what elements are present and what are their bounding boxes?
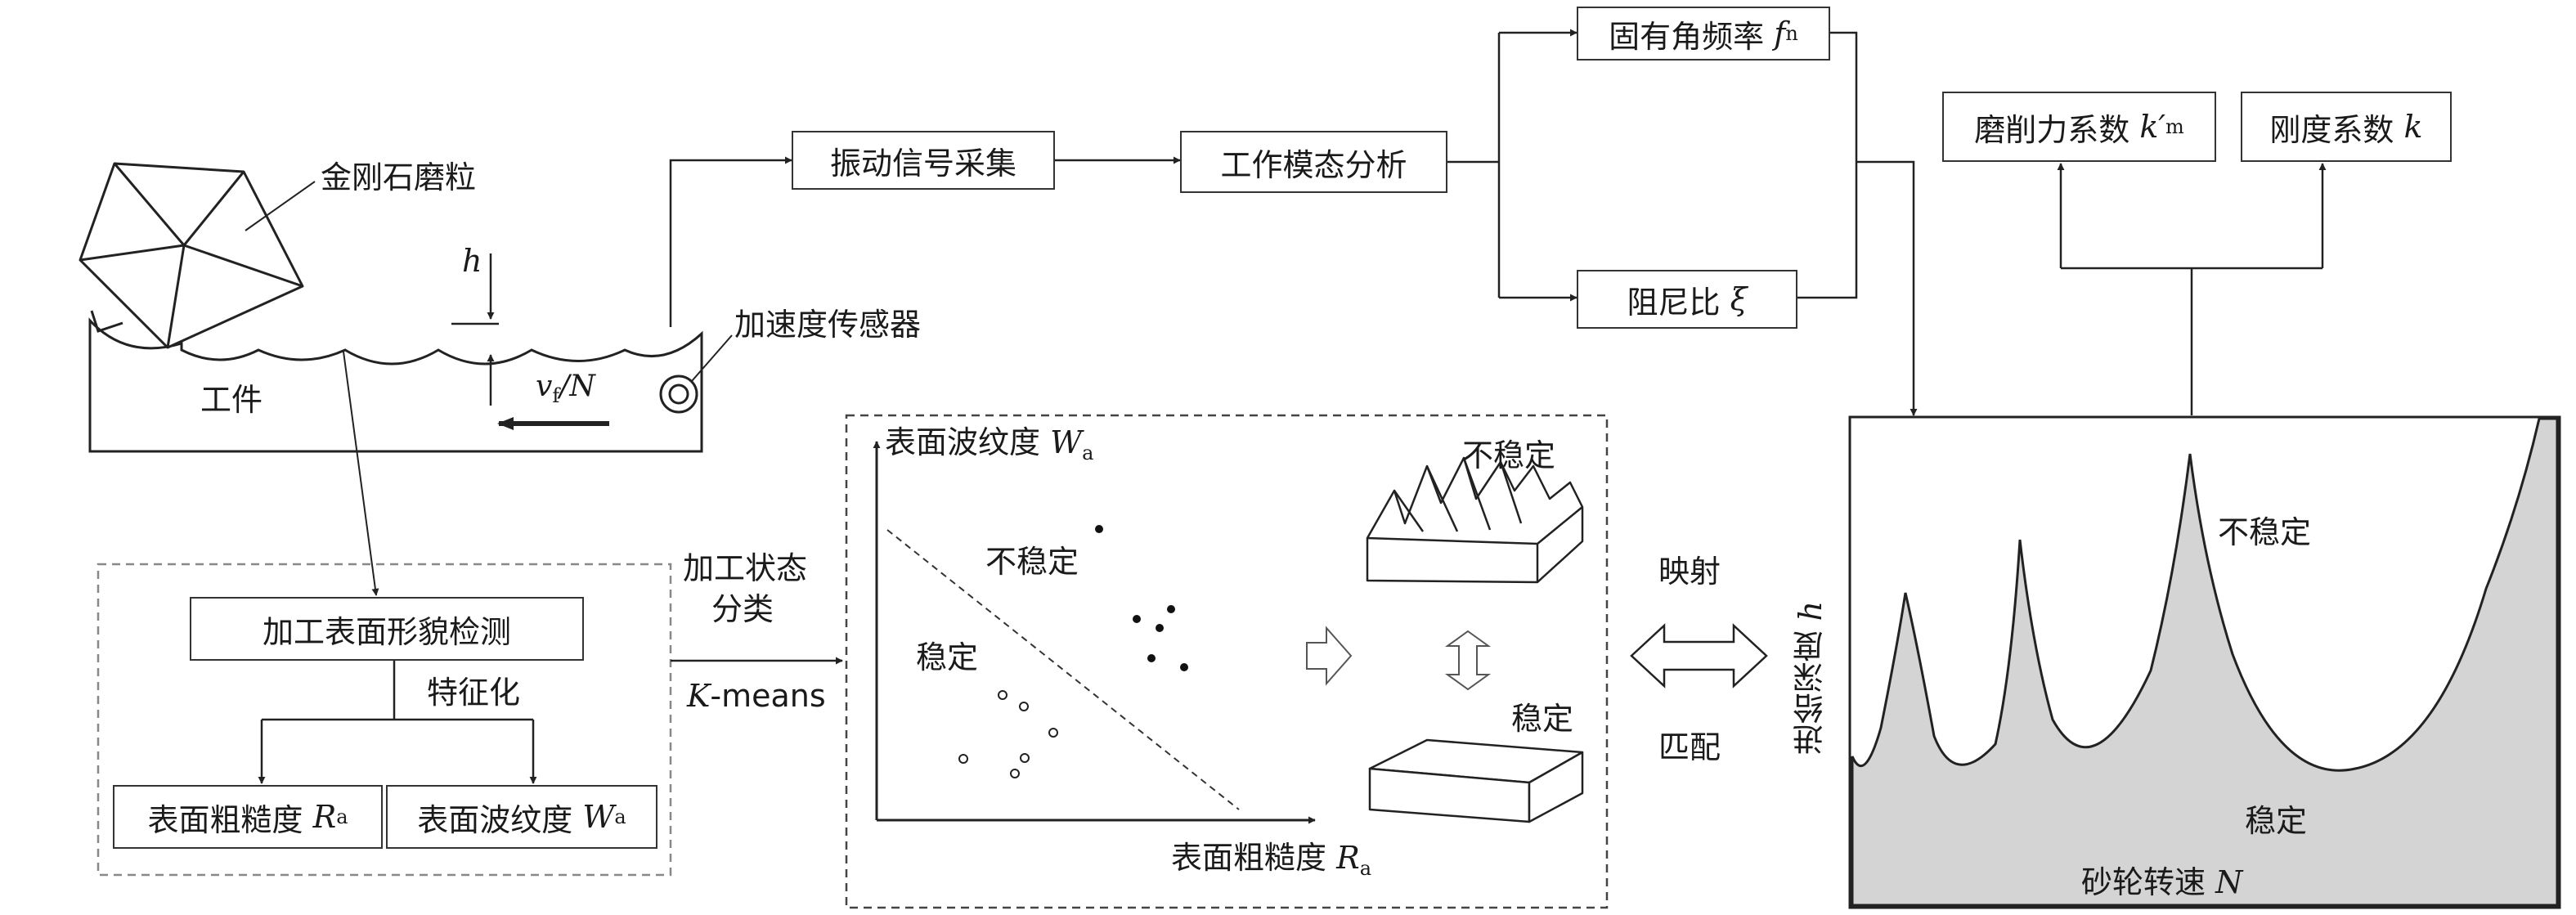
- signal-flow-lines: [669, 29, 2327, 416]
- scatter-ylabel: 表面波纹度 Wa: [885, 424, 1094, 464]
- surface-detection-box: 加工表面形貌检测: [190, 597, 584, 661]
- grain-label: 金刚石磨粒: [321, 159, 477, 195]
- scatter-stable-label: 稳定: [916, 639, 979, 675]
- workpiece-shape: [88, 310, 703, 453]
- damping-ratio-box: 阻尼比 ξ: [1577, 270, 1797, 329]
- stiffness-coeff-box: 刚度系数 k: [2241, 92, 2452, 162]
- featurize-lines: [258, 661, 537, 784]
- feed-label: vf/N: [536, 370, 595, 407]
- lobe-ylabel: 进给深度 h: [1793, 601, 1829, 756]
- surface-unstable-label: 不稳定: [1462, 437, 1556, 473]
- mapping-double-arrow: [1630, 623, 1768, 688]
- scatter-axes: [873, 441, 1316, 824]
- lobe-stable-label: 稳定: [2245, 803, 2308, 839]
- grinding-force-coeff-box: 磨削力系数 k′m: [1942, 92, 2216, 162]
- featurize-label: 特征化: [427, 675, 521, 711]
- lobe-unstable-label: 不稳定: [2218, 514, 2312, 550]
- scatter-dashed-frame: [845, 414, 1609, 909]
- unstable-points: [1095, 525, 1188, 671]
- stable-points: [958, 690, 1058, 778]
- classify-label-line1: 加工状态: [683, 550, 808, 586]
- mapping-label: 映射: [1658, 554, 1721, 590]
- scatter-unstable-label: 不稳定: [985, 544, 1079, 580]
- classify-label-line2: 分类: [711, 591, 774, 627]
- grain-to-detection: [343, 351, 379, 596]
- signal-acquisition-box: 振动信号采集: [792, 131, 1055, 190]
- workpiece-label: 工件: [200, 382, 263, 418]
- surface-dashed-frame: [96, 563, 672, 877]
- hollow-arrow-right: [1306, 626, 1353, 686]
- kmeans-label: K-means: [687, 678, 826, 714]
- sensor-leader: [691, 334, 733, 382]
- unstable-surface-3d: [1366, 456, 1584, 584]
- sensor-label: 加速度传感器: [734, 307, 922, 343]
- stable-block-3d: [1368, 738, 1584, 823]
- decision-boundary: [886, 529, 1240, 810]
- modal-analysis-box: 工作模态分析: [1180, 131, 1447, 193]
- diamond-grain: [79, 162, 304, 349]
- grain-leader: [245, 181, 316, 231]
- depth-dimension: [451, 253, 499, 406]
- stable-region: [1851, 417, 2559, 907]
- lobe-xlabel: 砂轮转速 N: [2081, 864, 2243, 900]
- surface-stable-label: 稳定: [1511, 701, 1574, 737]
- matching-label: 匹配: [1658, 729, 1721, 765]
- scatter-xlabel: 表面粗糙度 Ra: [1171, 840, 1372, 880]
- depth-symbol: h: [462, 243, 482, 279]
- hollow-arrow-updown: [1444, 630, 1492, 691]
- sensor-symbol: [659, 375, 698, 414]
